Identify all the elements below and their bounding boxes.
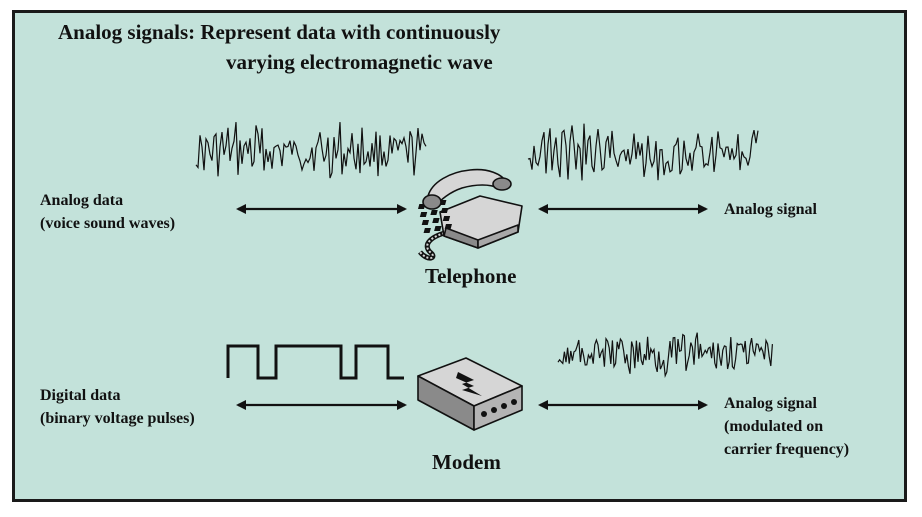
analog-data-label: Analog data <box>40 192 124 209</box>
digital-data-label: Digital data <box>40 387 121 404</box>
modulated-signal-waveform-icon <box>557 332 773 379</box>
analog-signal-sublabel-1: (modulated on <box>724 418 824 435</box>
square-pulse-icon <box>226 344 404 380</box>
telephone-icon <box>417 168 523 261</box>
title-line-1: Analog signals: Represent data with cont… <box>58 20 501 44</box>
analog-signal-label-top: Analog signal <box>724 201 817 218</box>
telephone-label: Telephone <box>425 264 517 288</box>
voice-waveform-icon <box>195 122 427 179</box>
modem-icon <box>417 357 523 431</box>
analog-signal-sublabel-2: carrier frequency) <box>724 441 850 458</box>
title-line-2: varying electromagnetic wave <box>226 50 493 74</box>
analog-signal-waveform-icon <box>527 123 759 181</box>
digital-data-sublabel: (binary voltage pulses) <box>40 410 195 427</box>
analog-signal-label-bottom: Analog signal <box>724 395 817 412</box>
analog-data-sublabel: (voice sound waves) <box>40 215 176 232</box>
modem-label: Modem <box>432 450 501 474</box>
